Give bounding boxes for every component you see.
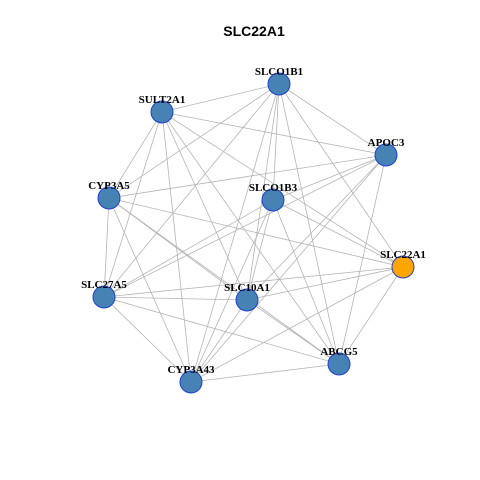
edge-cyp3a5-slc27a5 [103,197,110,298]
node-label-sult2a1: SULT2A1 [139,94,186,106]
edge-apoc3-abcg5 [338,154,387,365]
edge-slco1b3-slc10a1 [246,199,274,301]
node-abcg5[interactable] [327,352,351,376]
edge-slc22a1-cyp3a43 [190,266,404,383]
edge-sult2a1-slc10a1 [161,111,248,301]
edge-cyp3a5-cyp3a43 [108,197,192,383]
edge-abcg5-cyp3a43 [190,363,340,383]
edge-slco1b1-sult2a1 [161,83,280,113]
edge-sult2a1-slc27a5 [103,111,163,298]
edge-slco1b3-cyp3a43 [190,199,274,383]
edge-slco1b3-slc27a5 [103,199,274,298]
edge-slco1b1-abcg5 [278,83,340,365]
edge-apoc3-slc27a5 [103,154,387,298]
node-label-cyp3a5: CYP3A5 [88,180,130,192]
node-slc10a1[interactable] [235,288,259,312]
edge-slc27a5-slc10a1 [103,296,248,301]
edge-slco1b1-slc10a1 [246,83,280,301]
edge-slco1b1-apoc3 [278,83,387,156]
edge-slco1b1-slc22a1 [278,83,404,268]
node-slc22a1[interactable] [391,255,415,279]
edge-apoc3-cyp3a5 [108,154,387,199]
node-label-slco1b3: SLCO1B3 [249,182,298,194]
edge-slco1b1-slc27a5 [103,83,280,298]
node-cyp3a43[interactable] [179,370,203,394]
nodes-layer [92,72,415,394]
edge-sult2a1-slc22a1 [161,111,404,268]
node-label-slc22a1: SLC22A1 [380,249,426,261]
node-label-cyp3a43: CYP3A43 [167,364,215,376]
node-label-abcg5: ABCG5 [320,346,358,358]
edge-sult2a1-apoc3 [161,111,387,156]
edge-slco1b3-slc22a1 [272,199,404,268]
node-slc27a5[interactable] [92,285,116,309]
edge-cyp3a5-abcg5 [108,197,340,365]
edge-slc10a1-abcg5 [246,299,340,365]
edge-slco1b1-cyp3a43 [190,83,280,383]
node-slco1b3[interactable] [261,188,285,212]
node-label-slc27a5: SLC27A5 [81,279,127,291]
edge-apoc3-cyp3a43 [190,154,387,383]
node-label-apoc3: APOC3 [368,137,405,149]
edge-apoc3-slco1b3 [272,154,387,201]
edge-cyp3a5-slc22a1 [108,197,404,268]
edge-slc27a5-cyp3a43 [103,296,192,383]
edge-sult2a1-cyp3a5 [108,111,163,199]
edge-slc27a5-abcg5 [103,296,340,365]
node-sult2a1[interactable] [150,100,174,124]
edge-slc22a1-slc27a5 [103,266,404,298]
edge-sult2a1-abcg5 [161,111,340,365]
edge-slc10a1-cyp3a43 [190,299,248,383]
edge-slco1b3-abcg5 [272,199,340,365]
edge-slco1b1-cyp3a5 [108,83,280,199]
node-label-slco1b1: SLCO1B1 [255,66,303,78]
edge-apoc3-slc10a1 [246,154,387,301]
node-apoc3[interactable] [374,143,398,167]
edges-layer [103,83,404,383]
node-cyp3a5[interactable] [97,186,121,210]
plot-title: SLC22A1 [223,23,285,39]
edge-slc22a1-abcg5 [338,266,404,365]
node-slco1b1[interactable] [267,72,291,96]
edge-slc22a1-slc10a1 [246,266,404,301]
edge-slco1b1-slco1b3 [272,83,280,201]
node-label-slc10a1: SLC10A1 [224,282,270,294]
